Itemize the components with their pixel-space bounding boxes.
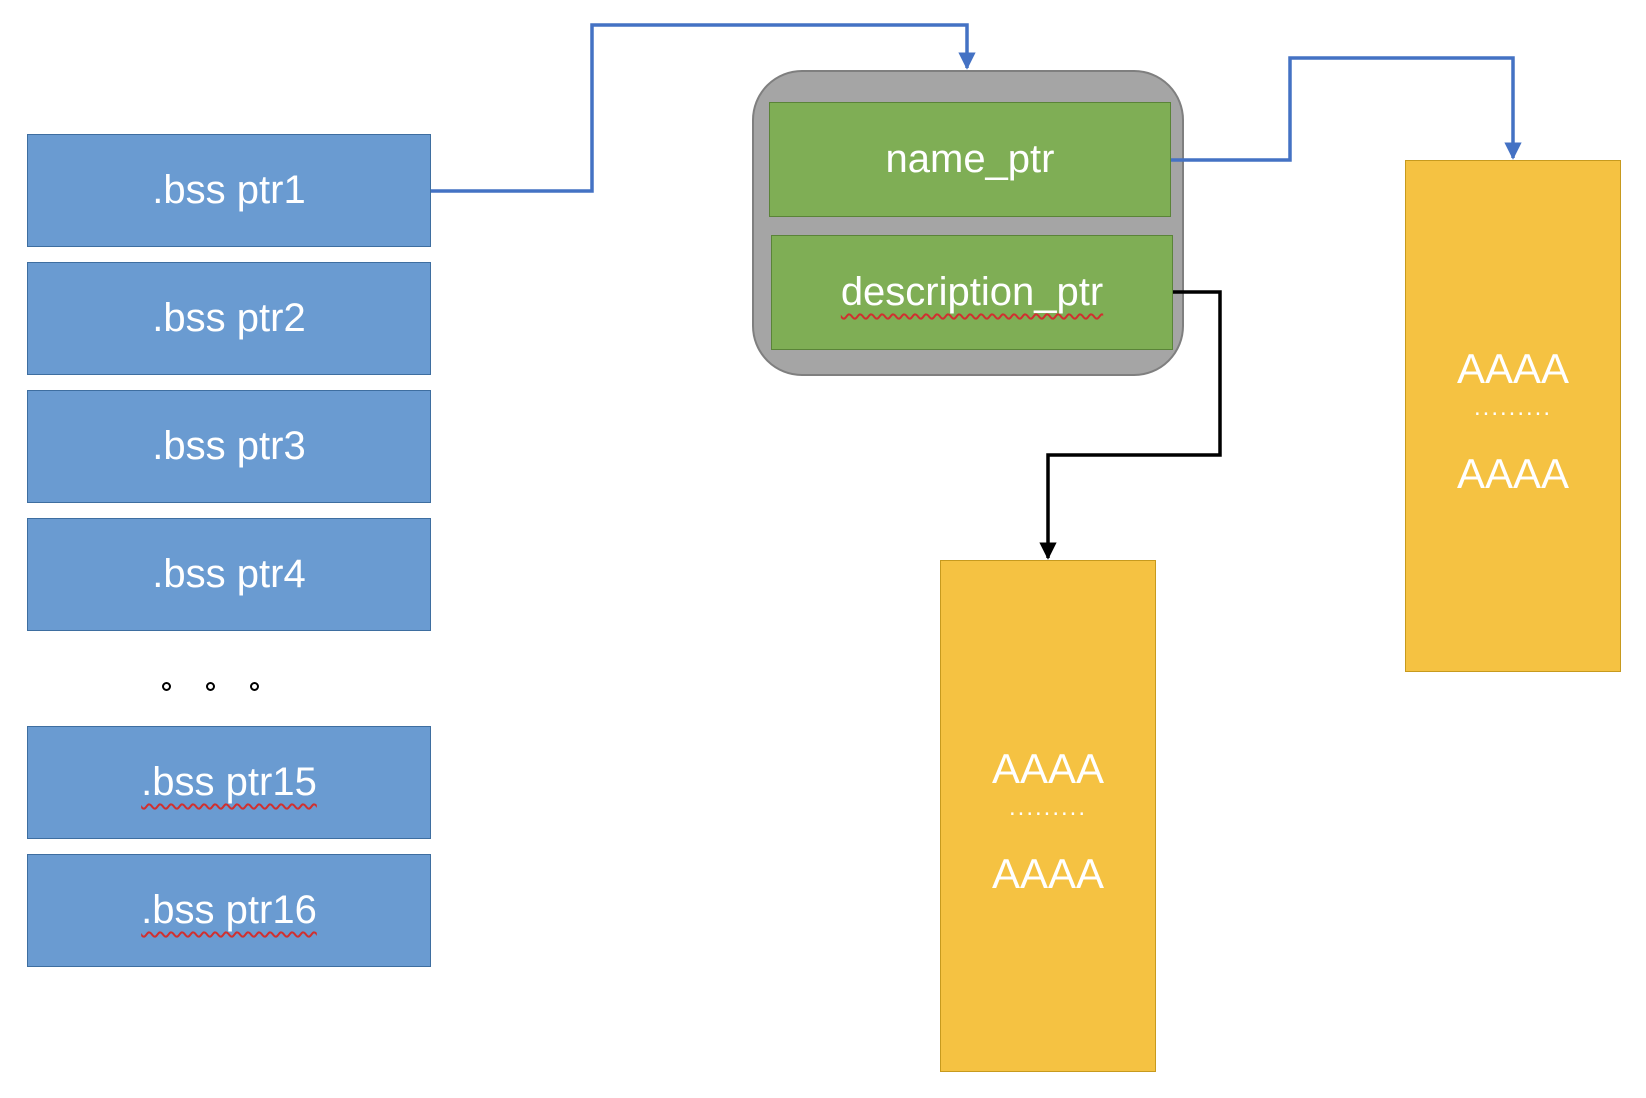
bss-ptr2-box: .bss ptr2 — [27, 262, 431, 375]
name-ptr-label: name_ptr — [885, 137, 1055, 181]
description-ptr-field: description_ptr — [771, 235, 1173, 350]
ellipsis-dots — [162, 682, 272, 702]
bss-ptr4-label: .bss ptr4 — [152, 552, 306, 596]
bss-ptr15-label: .bss ptr15 — [141, 760, 317, 804]
bss-ptr4-box: .bss ptr4 — [27, 518, 431, 631]
ellipsis-dot — [162, 682, 171, 691]
description-chunk-line2: AAAA — [991, 850, 1105, 897]
bss-ptr2-label: .bss ptr2 — [152, 296, 306, 340]
name-chunk-line2: AAAA — [1456, 450, 1570, 497]
name-ptr-to-chunk-arrow — [1171, 56, 1522, 162]
name-ptr-field: name_ptr — [769, 102, 1171, 217]
bss-ptr15-box: .bss ptr15 — [27, 726, 431, 839]
description-chunk-line1: AAAA — [991, 745, 1105, 792]
ellipsis-dot — [206, 682, 215, 691]
bss-ptr3-label: .bss ptr3 — [152, 424, 306, 468]
name-chunk-line1: AAAA — [1456, 345, 1570, 392]
name-chunk-dots: ......... — [1473, 394, 1552, 421]
name-chunk: AAAA ......... AAAA — [1405, 160, 1621, 672]
bss-ptr16-box: .bss ptr16 — [27, 854, 431, 967]
ellipsis-dot — [250, 682, 259, 691]
bss-ptr1-label: .bss ptr1 — [152, 168, 306, 212]
description-chunk-dots: ......... — [1008, 794, 1087, 821]
bss-ptr16-label: .bss ptr16 — [141, 888, 317, 932]
bss-ptr1-box: .bss ptr1 — [27, 134, 431, 247]
description-chunk: AAAA ......... AAAA — [940, 560, 1156, 1072]
bss-ptr3-box: .bss ptr3 — [27, 390, 431, 503]
description-ptr-label: description_ptr — [840, 270, 1104, 314]
